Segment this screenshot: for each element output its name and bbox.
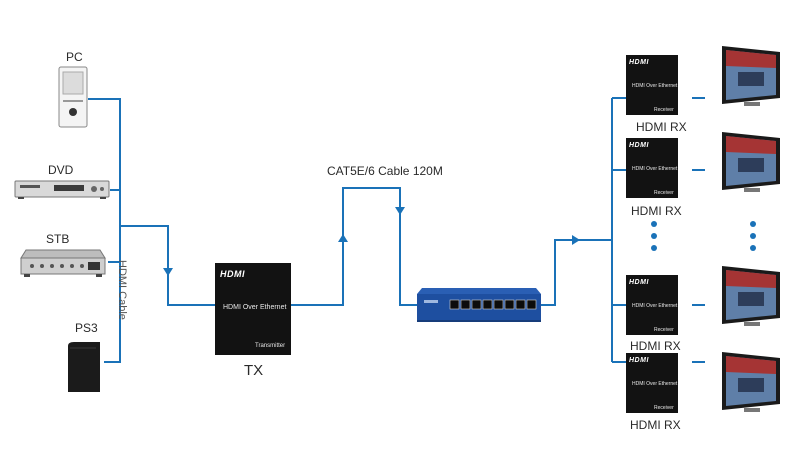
more-displays-dots (750, 221, 756, 251)
hdmi-logo: HDMI (629, 59, 649, 66)
hdmi-logo: HDMI (220, 269, 245, 279)
tv-display-icon (722, 46, 780, 106)
transmitter-role: Transmitter (255, 343, 286, 349)
network-switch-icon (417, 288, 541, 322)
tv-display-icon (722, 132, 780, 192)
source-label-pc: PC (66, 50, 83, 64)
receiver-role: Receiver (654, 107, 674, 113)
receiver-product: HDMI Over Ethernet (632, 166, 678, 172)
game-console-icon (68, 342, 100, 392)
tv-display-icon (722, 266, 780, 326)
transmitter-box: HDMI HDMI Over Ethernet Transmitter (215, 263, 291, 355)
receiver-caption-3: HDMI RX (630, 339, 681, 353)
receiver-product: HDMI Over Ethernet (632, 381, 678, 387)
pc-tower-icon (58, 66, 88, 128)
receiver-box-3: HDMI HDMI Over Ethernet Receiver (626, 275, 678, 335)
arrow-down-hdmi (163, 268, 173, 276)
receiver-role: Receiver (654, 327, 674, 333)
receiver-role: Receiver (654, 190, 674, 196)
source-label-dvd: DVD (48, 163, 74, 177)
set-top-box-icon (20, 249, 106, 277)
receiver-box-1: HDMI HDMI Over Ethernet Receiver (626, 55, 678, 115)
receiver-product: HDMI Over Ethernet (632, 83, 678, 89)
arrow-up-cat (338, 234, 348, 242)
receiver-role: Receiver (654, 405, 674, 411)
switch-uplink (540, 239, 612, 306)
source-label-stb: STB (46, 232, 70, 246)
receiver-product: HDMI Over Ethernet (632, 303, 678, 309)
more-receivers-dots (651, 221, 657, 251)
dvd-player-icon (14, 180, 110, 199)
receiver-caption-1: HDMI RX (636, 120, 687, 134)
hdmi-cable-label: HDMI Cable (116, 260, 128, 320)
tv-display-icon (722, 352, 780, 412)
hdmi-logo: HDMI (629, 357, 649, 364)
hdmi-logo: HDMI (629, 142, 649, 149)
source-label-ps3: PS3 (75, 321, 98, 335)
receiver-caption-4: HDMI RX (630, 418, 681, 432)
transmitter-product: HDMI Over Ethernet (223, 304, 287, 311)
receiver-box-4: HDMI HDMI Over Ethernet Receiver (626, 353, 678, 413)
receiver-box-2: HDMI HDMI Over Ethernet Receiver (626, 138, 678, 198)
hdmi-link-to-tx (120, 225, 215, 306)
receiver-caption-2: HDMI RX (631, 204, 682, 218)
arrow-down-cat (395, 207, 405, 215)
transmitter-caption: TX (244, 362, 264, 379)
cat-cable-label: CAT5E/6 Cable 120M (327, 164, 443, 178)
arrow-right-rx (572, 235, 580, 245)
hdmi-logo: HDMI (629, 279, 649, 286)
cat-link-to-switch (290, 187, 417, 306)
